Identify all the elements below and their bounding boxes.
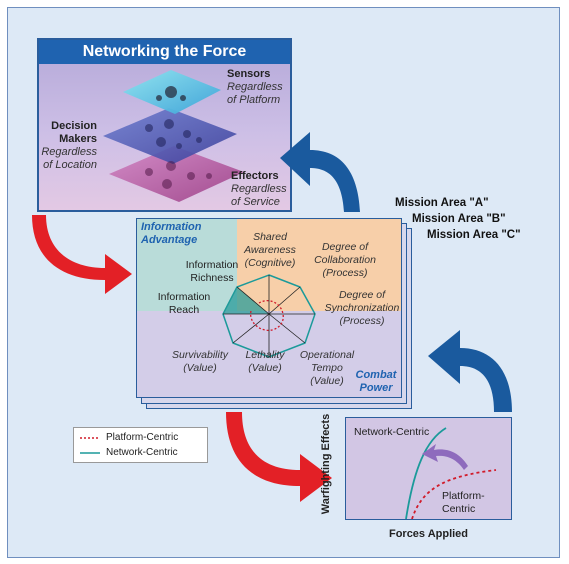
graph-y-label: Warfighting Effects	[320, 413, 332, 515]
red-arrow-top-icon	[32, 215, 132, 294]
decision-makers-subtitle: Regardless of Location	[41, 146, 97, 171]
radar-chart	[222, 274, 316, 358]
sensor-node-icon	[165, 86, 177, 98]
network-layers-illustration	[103, 70, 244, 202]
info-richness-label: Information Richness	[185, 259, 239, 284]
sensors-subtitle: Regardless of Platform	[227, 81, 283, 106]
blue-arrow-top-icon	[280, 132, 360, 212]
effectors-layer	[109, 146, 244, 202]
radar-spokes	[223, 275, 315, 357]
synchronization-label: Degree of Synchronization (Process)	[324, 289, 400, 327]
legend-platform-label: Platform-Centric	[106, 432, 179, 443]
effectors-subtitle: Regardless of Service	[231, 183, 287, 208]
info-advantage-label: Information Advantage	[141, 221, 202, 246]
network-centric-curve	[405, 427, 447, 519]
graph-platform-label: Platform-Centric	[442, 490, 485, 515]
lethality-label: Lethality (Value)	[245, 349, 285, 374]
process-region	[237, 219, 401, 311]
mission-sheet-a: Information Advantage Information Richne…	[136, 218, 402, 398]
info-advantage-region	[137, 219, 237, 311]
networking-panel: Networking the Force Sensors Regardless …	[37, 38, 292, 212]
decision-layer	[103, 108, 237, 164]
effects-curves	[405, 427, 497, 519]
mission-a-label: Mission Area "A"	[395, 197, 489, 209]
platform-centric-curve	[411, 469, 497, 519]
tempo-label: Operational Tempo (Value)	[299, 349, 355, 387]
legend: Platform-Centric Network-Centric	[73, 427, 208, 463]
mission-b-label: Mission Area "B"	[412, 213, 506, 225]
shared-awareness-label: Shared Awareness (Cognitive)	[244, 231, 296, 269]
sensor-node-icon	[156, 95, 162, 101]
survivability-label: Survivability (Value)	[171, 349, 229, 374]
mission-c-label: Mission Area "C"	[427, 229, 521, 241]
effector-network-icon	[145, 161, 212, 189]
networking-title: Networking the Force	[39, 40, 290, 64]
combat-power-label: Combat Power	[355, 369, 397, 394]
effects-graph: Network-Centric Platform-Centric	[345, 417, 512, 520]
red-arrow-bottom-icon	[226, 412, 332, 502]
advantage-wedge	[223, 287, 269, 314]
platform-centric-outline	[249, 299, 284, 331]
sensor-node-icon	[180, 95, 186, 101]
collaboration-label: Degree of Collaboration (Process)	[314, 241, 376, 279]
info-reach-label: Information Reach	[157, 291, 211, 316]
graph-network-label: Network-Centric	[354, 426, 430, 438]
shift-arrow-icon	[422, 444, 468, 470]
effectors-title: Effectors	[231, 170, 279, 182]
blue-arrow-right-icon	[428, 330, 512, 412]
decision-makers-title: Decision Makers	[51, 120, 97, 145]
legend-network-label: Network-Centric	[106, 447, 178, 458]
decision-network-icon	[145, 119, 202, 149]
sensors-title: Sensors	[227, 68, 271, 80]
legend-swatches	[80, 437, 100, 454]
graph-x-label: Forces Applied	[388, 528, 469, 540]
